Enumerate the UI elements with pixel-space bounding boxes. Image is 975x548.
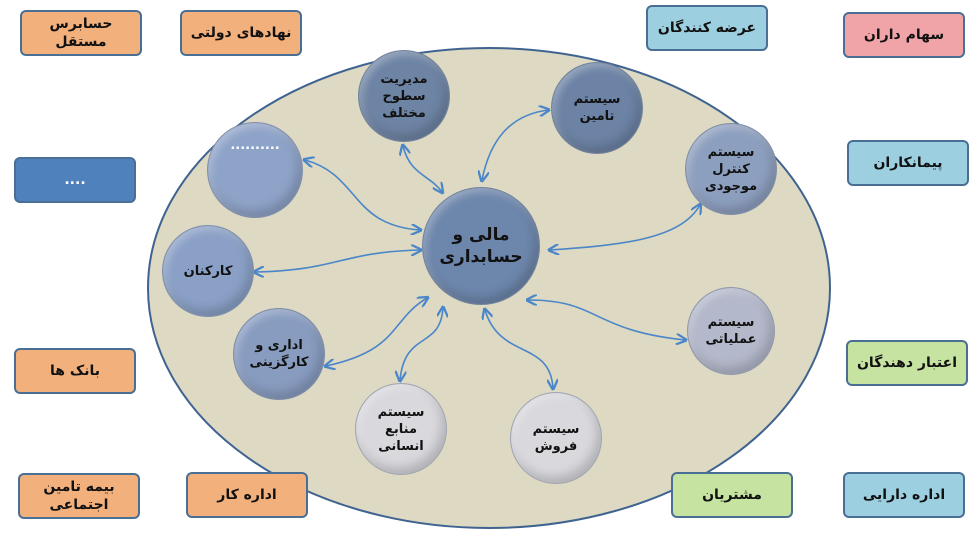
node-other: ..........	[207, 122, 303, 218]
arrow-inventory	[550, 205, 700, 250]
box-insurance: بیمه تامین اجتماعی	[18, 473, 140, 519]
arrow-admin	[326, 298, 427, 366]
node-supply: سیستم تامین	[551, 62, 643, 154]
box-tax-office: اداره دارایی	[843, 472, 965, 518]
node-inventory: سیستم کنترل موجودی	[685, 123, 777, 215]
box-banks: بانک ها	[14, 348, 136, 394]
node-sales: سیستم فروش	[510, 392, 602, 484]
node-management: مدیریت سطوح مختلف	[358, 50, 450, 142]
arrow-other	[305, 160, 420, 230]
box-other: ....	[14, 157, 136, 203]
arrow-staff	[255, 250, 420, 272]
node-hr: سیستم منابع انسانی	[355, 383, 447, 475]
box-creditors: اعتبار دهندگان	[846, 340, 968, 386]
box-customers: مشتریان	[671, 472, 793, 518]
arrow-supply	[482, 110, 548, 180]
box-shareholders: سهام داران	[843, 12, 965, 58]
arrow-operations	[528, 300, 685, 340]
node-admin: اداری و کارگزینی	[233, 308, 325, 400]
node-operations: سیستم عملیاتی	[687, 287, 775, 375]
center-node-finance: مالی و حسابداری	[422, 187, 540, 305]
arrow-sales	[485, 310, 553, 388]
box-government: نهادهای دولتی	[180, 10, 302, 56]
box-contractors: پیمانکاران	[847, 140, 969, 186]
box-auditor: حسابرس مستقل	[20, 10, 142, 56]
box-labor-office: اداره کار	[186, 472, 308, 518]
node-staff: کارکنان	[162, 225, 254, 317]
box-suppliers: عرضه کنندگان	[646, 5, 768, 51]
